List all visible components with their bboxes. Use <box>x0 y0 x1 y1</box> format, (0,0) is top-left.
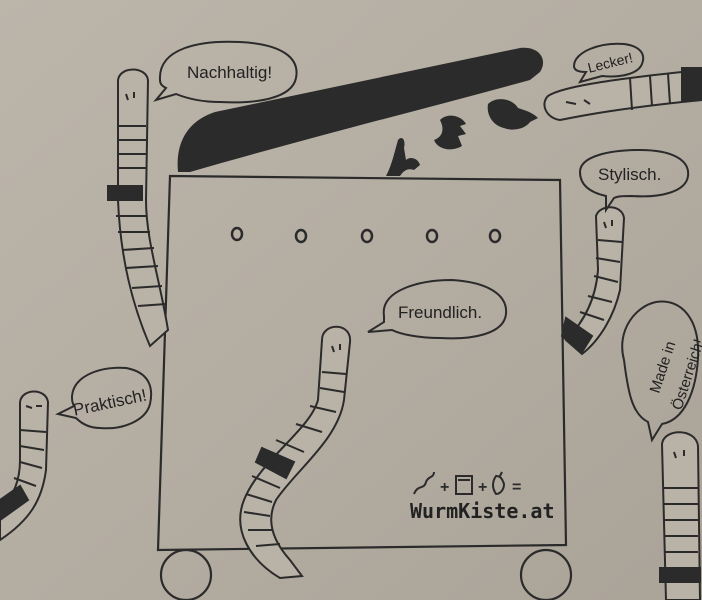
bubble-nachhaltig-text: Nachhaltig! <box>187 63 272 82</box>
box-air-holes <box>230 226 502 244</box>
logo-worm-icon <box>413 471 435 495</box>
box-wheel-left <box>159 548 213 600</box>
worm-center <box>239 325 352 580</box>
worm-right <box>560 206 626 356</box>
logo-brand-text: WurmKiste.at <box>410 499 555 523</box>
bubble-stylisch: Stylisch. <box>578 148 690 214</box>
svg-text:=: = <box>512 479 521 496</box>
wurmkiste-logo: + + = WurmKiste.at <box>410 471 555 523</box>
bubble-freundlich: Freundlich. <box>367 278 508 340</box>
svg-text:+: + <box>440 479 449 496</box>
logo-box-icon <box>455 475 473 495</box>
worm-top-right <box>543 67 702 122</box>
apple-core-icon <box>434 115 466 150</box>
bubble-nachhaltig: Nachhaltig! <box>153 40 298 104</box>
worm-top-left <box>107 68 170 348</box>
box-wheel-right <box>519 548 573 600</box>
box-body <box>156 174 568 552</box>
fish-scrap-icon <box>487 99 538 130</box>
food-scraps <box>386 99 538 176</box>
worm-bottom-left <box>0 390 50 542</box>
bubble-stylisch-text: Stylisch. <box>598 165 661 184</box>
worm-bottom-right <box>659 431 702 600</box>
svg-text:+: + <box>478 479 487 496</box>
worm-box <box>156 174 573 600</box>
box-lid <box>177 47 544 172</box>
bubble-freundlich-text: Freundlich. <box>398 303 482 322</box>
banana-peel-icon <box>386 137 420 176</box>
logo-apple-core-icon <box>492 471 506 496</box>
